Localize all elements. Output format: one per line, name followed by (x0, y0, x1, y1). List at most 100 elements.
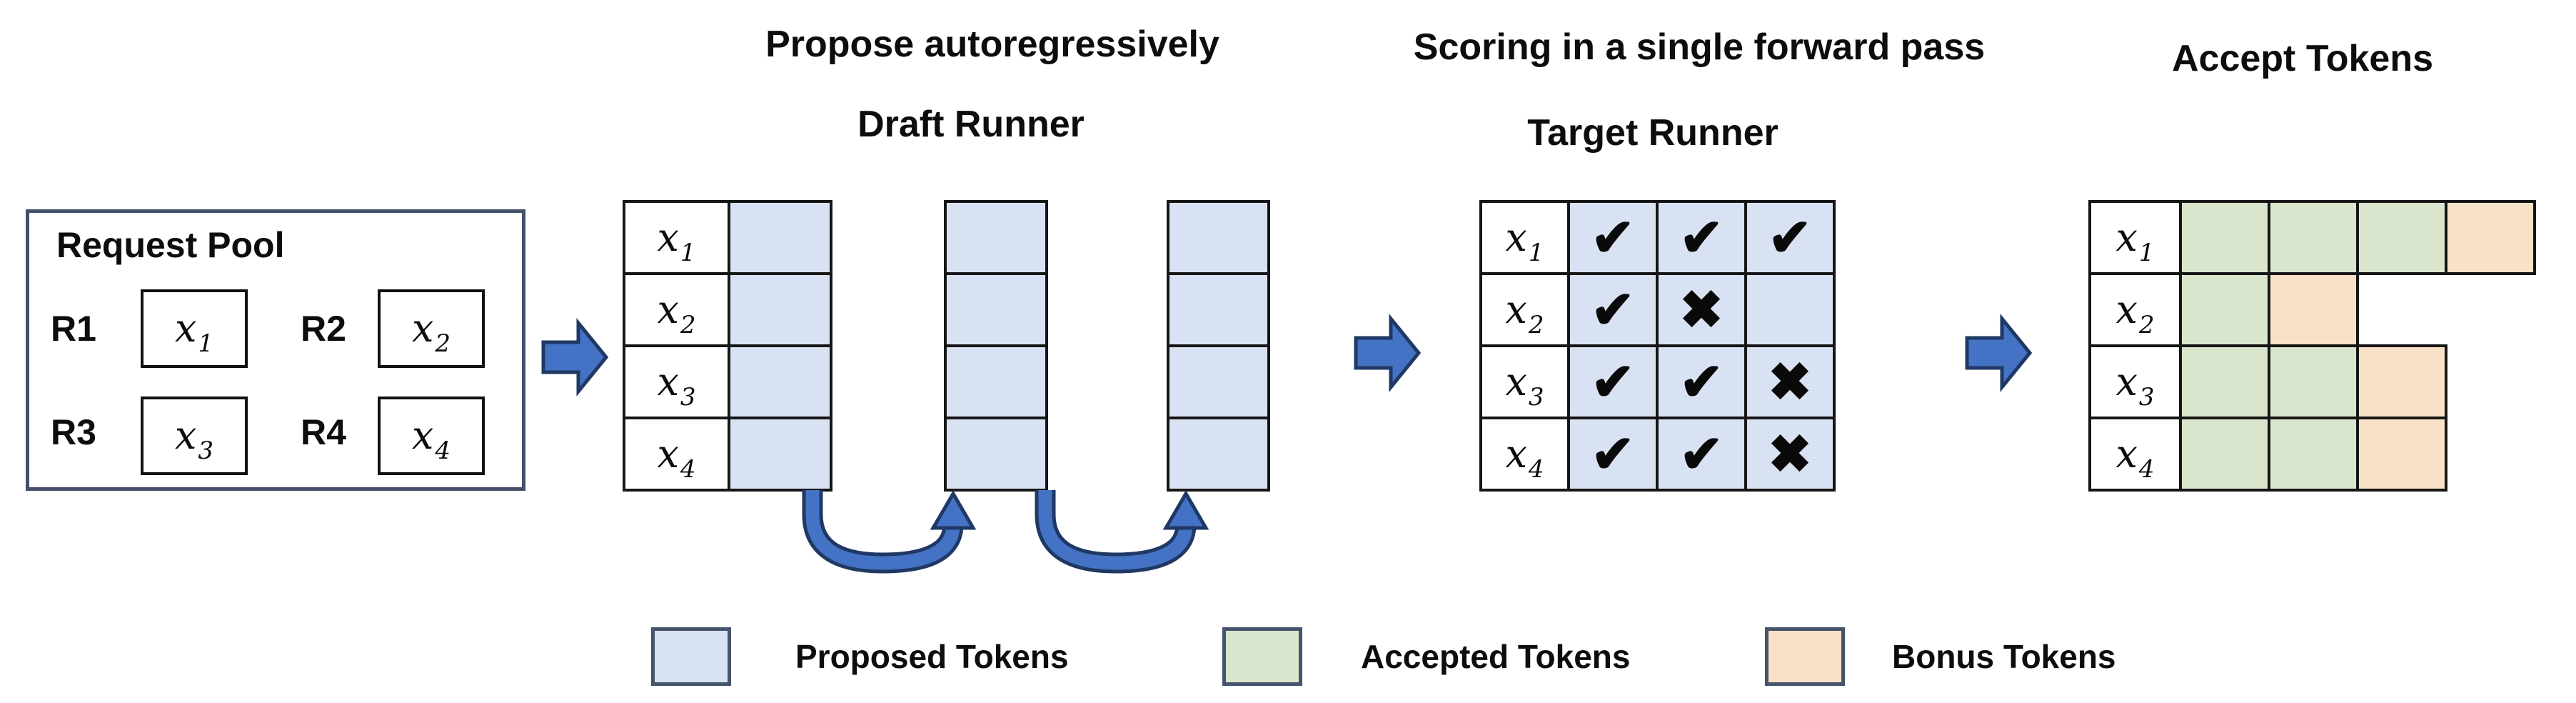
row-label-cell: x4 (2088, 417, 2182, 492)
accept-table-row: x2 (2088, 272, 2359, 347)
score-cell: ✖ (1656, 272, 1747, 347)
bonus-token-cell (2268, 272, 2359, 347)
flow-arrow-right-icon (1354, 313, 1422, 393)
legend-swatch-proposed (651, 627, 731, 686)
target-table-row: x4 ✔ ✔ ✖ (1479, 417, 1836, 492)
proposed-token-cell (728, 272, 832, 347)
row-label-cell: x1 (2088, 200, 2182, 275)
draft-step2-row (944, 272, 1048, 347)
accepted-token-cell (2356, 200, 2447, 275)
row-label-cell: x4 (1479, 417, 1570, 492)
accept-table-row: x3 (2088, 344, 2447, 419)
target-caption: Scoring in a single forward pass (1413, 26, 1986, 68)
row-label-cell: x2 (2088, 272, 2182, 347)
legend-swatch-accepted (1222, 627, 1302, 686)
request-pool-title: Request Pool (56, 225, 285, 265)
cross-mark-icon: ✖ (1679, 279, 1724, 341)
score-cell: ✔ (1656, 200, 1747, 275)
proposed-token-cell (944, 417, 1048, 492)
token-label: x1 (174, 306, 214, 358)
check-mark-icon: ✔ (1679, 206, 1724, 269)
draft-step2-row (944, 200, 1048, 275)
row-label-cell: x1 (1479, 200, 1570, 275)
check-mark-icon: ✔ (1590, 206, 1636, 269)
row-label-cell: x2 (623, 272, 730, 347)
proposed-token-cell (944, 344, 1048, 419)
proposed-token-cell (944, 200, 1048, 275)
check-mark-icon: ✔ (1679, 423, 1724, 485)
accept-table-row: x4 (2088, 417, 2447, 492)
accepted-token-cell (2179, 417, 2270, 492)
bonus-token-cell (2445, 200, 2536, 275)
score-cell: ✖ (1744, 344, 1836, 419)
accepted-token-cell (2268, 200, 2359, 275)
score-cell: ✔ (1567, 200, 1659, 275)
cross-mark-icon: ✖ (1767, 351, 1813, 413)
token-box-x4: x4 (378, 397, 485, 475)
row-label-cell: x3 (623, 344, 730, 419)
check-mark-icon: ✔ (1679, 351, 1724, 413)
accept-tokens-title: Accept Tokens (2171, 38, 2434, 79)
target-table-row: x2 ✔ ✖ (1479, 272, 1836, 347)
flow-arrow-right-icon (1965, 313, 2033, 393)
proposed-token-cell (728, 344, 832, 419)
draft-runner-title: Draft Runner (857, 104, 1085, 145)
check-mark-icon: ✔ (1590, 423, 1636, 485)
legend-label-accepted: Accepted Tokens (1361, 638, 1631, 675)
token-box-x2: x2 (378, 289, 485, 368)
draft-step3-row (1167, 272, 1270, 347)
draft-table-row: x2 (623, 272, 832, 347)
proposed-token-cell (1167, 344, 1270, 419)
score-cell: ✔ (1567, 344, 1659, 419)
proposed-token-cell (728, 417, 832, 492)
accept-table-row: x1 (2088, 200, 2536, 275)
request-id-r1: R1 (51, 309, 96, 349)
score-cell (1744, 272, 1836, 347)
token-label: x3 (174, 413, 214, 465)
legend-label-bonus: Bonus Tokens (1892, 638, 2116, 675)
draft-step3-row (1167, 200, 1270, 275)
check-mark-icon: ✔ (1767, 206, 1813, 269)
score-cell: ✔ (1656, 344, 1747, 419)
check-mark-icon: ✔ (1590, 351, 1636, 413)
score-cell: ✔ (1744, 200, 1836, 275)
proposed-token-cell (1167, 200, 1270, 275)
score-cell: ✔ (1567, 272, 1659, 347)
token-label: x2 (411, 306, 451, 358)
target-table-row: x1 ✔ ✔ ✔ (1479, 200, 1836, 275)
score-cell: ✖ (1744, 417, 1836, 492)
proposed-token-cell (728, 200, 832, 275)
row-label-cell: x2 (1479, 272, 1570, 347)
proposed-token-cell (1167, 272, 1270, 347)
draft-step2-row (944, 344, 1048, 419)
accepted-token-cell (2268, 417, 2359, 492)
token-label: x4 (411, 413, 451, 465)
target-table-row: x3 ✔ ✔ ✖ (1479, 344, 1836, 419)
legend-swatch-bonus (1765, 627, 1845, 686)
draft-table-row: x3 (623, 344, 832, 419)
legend-label-proposed: Proposed Tokens (795, 638, 1069, 675)
check-mark-icon: ✔ (1590, 279, 1636, 341)
target-runner-title: Target Runner (1527, 112, 1778, 154)
request-pool-box: Request Pool R1 x1 R2 x2 R3 x3 R4 x4 (26, 209, 525, 491)
proposed-token-cell (944, 272, 1048, 347)
autoregressive-loop-arrow-icon (1035, 490, 1209, 574)
token-box-x1: x1 (141, 289, 248, 368)
draft-caption: Propose autoregressively (765, 24, 1219, 65)
request-id-r4: R4 (301, 412, 346, 452)
token-box-x3: x3 (141, 397, 248, 475)
accepted-token-cell (2179, 272, 2270, 347)
draft-step2-row (944, 417, 1048, 492)
row-label-cell: x3 (1479, 344, 1570, 419)
autoregressive-loop-arrow-icon (802, 490, 977, 574)
score-cell: ✔ (1656, 417, 1747, 492)
draft-step3-row (1167, 417, 1270, 492)
draft-table-row: x4 (623, 417, 832, 492)
draft-step3-row (1167, 344, 1270, 419)
cross-mark-icon: ✖ (1767, 423, 1813, 485)
proposed-token-cell (1167, 417, 1270, 492)
row-label-cell: x1 (623, 200, 730, 275)
accepted-token-cell (2179, 344, 2270, 419)
draft-table-row: x1 (623, 200, 832, 275)
